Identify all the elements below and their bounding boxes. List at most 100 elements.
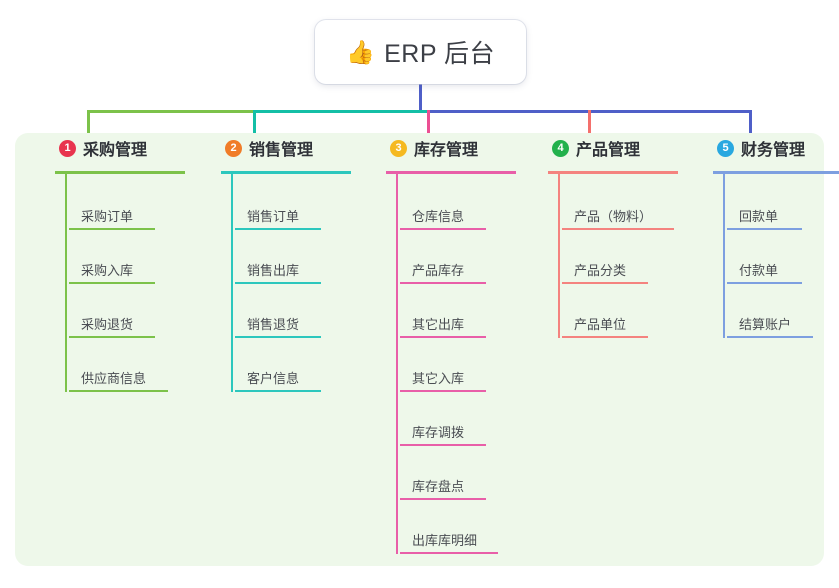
column-badge-5: 5 xyxy=(717,139,734,157)
list-item[interactable]: 采购订单 xyxy=(69,203,155,230)
column-spine xyxy=(65,174,67,392)
thumbs-up-icon: 👍 xyxy=(345,38,376,65)
column-header-3[interactable]: 3 库存管理 xyxy=(372,133,478,163)
column-header-rule xyxy=(221,171,351,174)
list-item-label: 供应商信息 xyxy=(81,371,147,386)
column-header-rule xyxy=(386,171,516,174)
root-node-label: 👍 ERP 后台 xyxy=(346,34,495,70)
list-item-rule xyxy=(235,336,321,338)
list-item-label: 采购退货 xyxy=(81,317,134,332)
list-item-label: 库存调拨 xyxy=(412,425,465,440)
column-header-4[interactable]: 4 产品管理 xyxy=(534,133,640,163)
list-item-label: 产品（物料） xyxy=(574,209,653,224)
diagram-panel: 1 采购管理采购订单采购入库采购退货供应商信息 2 销售管理销售订单销售出库销售退货客… xyxy=(15,133,839,566)
column-header-2[interactable]: 2 销售管理 xyxy=(207,133,313,163)
list-item-label: 销售订单 xyxy=(247,209,300,224)
list-item[interactable]: 销售退货 xyxy=(235,311,321,338)
column-title: 销售管理 xyxy=(249,142,314,159)
list-item[interactable]: 采购退货 xyxy=(69,311,155,338)
list-item[interactable]: 客户信息 xyxy=(235,365,321,392)
column-spine xyxy=(558,174,560,338)
list-item-rule xyxy=(400,390,486,392)
list-item[interactable]: 仓库信息 xyxy=(400,203,486,230)
list-item-label: 产品库存 xyxy=(412,263,465,278)
list-item-label: 库存盘点 xyxy=(412,479,465,494)
list-item-label: 结算账户 xyxy=(739,317,792,332)
list-item-label: 采购入库 xyxy=(81,263,134,278)
list-item-label: 销售出库 xyxy=(247,263,300,278)
root-node[interactable]: 👍 ERP 后台 xyxy=(315,20,526,84)
list-item-rule xyxy=(727,282,802,284)
list-item[interactable]: 产品库存 xyxy=(400,257,486,284)
list-item-rule xyxy=(400,228,486,230)
list-item-label: 客户信息 xyxy=(247,371,300,386)
column-库存管理: 3 库存管理仓库信息产品库存其它出库其它入库库存调拨库存盘点出库库明细 xyxy=(372,133,516,554)
list-item[interactable]: 销售订单 xyxy=(235,203,321,230)
root-node-title: ERP 后台 xyxy=(384,40,496,68)
list-item-rule xyxy=(727,336,813,338)
list-item[interactable]: 采购入库 xyxy=(69,257,155,284)
list-item-rule xyxy=(69,336,155,338)
column-spine xyxy=(723,174,725,338)
column-采购管理: 1 采购管理采购订单采购入库采购退货供应商信息 xyxy=(41,133,185,392)
list-item[interactable]: 出库库明细 xyxy=(400,527,498,554)
column-badge-4: 4 xyxy=(552,139,569,157)
list-item-rule xyxy=(69,228,155,230)
list-item-label: 付款单 xyxy=(739,263,779,278)
list-item-rule xyxy=(235,228,321,230)
column-title: 库存管理 xyxy=(414,142,479,159)
column-title: 财务管理 xyxy=(741,142,806,159)
list-item[interactable]: 结算账户 xyxy=(727,311,813,338)
list-item-label: 采购订单 xyxy=(81,209,134,224)
list-item-rule xyxy=(400,552,498,554)
root-trunk-connector xyxy=(419,84,422,111)
list-item[interactable]: 产品单位 xyxy=(562,311,648,338)
column-spine xyxy=(396,174,398,554)
list-item-label: 出库库明细 xyxy=(412,533,478,548)
list-item[interactable]: 库存盘点 xyxy=(400,473,486,500)
column-title: 产品管理 xyxy=(576,142,641,159)
list-item-rule xyxy=(727,228,802,230)
list-item[interactable]: 其它入库 xyxy=(400,365,486,392)
column-header-rule xyxy=(55,171,185,174)
column-header-5[interactable]: 5 财务管理 xyxy=(699,133,805,163)
list-item[interactable]: 产品（物料） xyxy=(562,203,674,230)
column-header-1[interactable]: 1 采购管理 xyxy=(41,133,147,163)
list-item-label: 产品单位 xyxy=(574,317,627,332)
list-item[interactable]: 回款单 xyxy=(727,203,802,230)
list-item-rule xyxy=(562,228,674,230)
list-item-rule xyxy=(400,444,486,446)
list-item[interactable]: 库存调拨 xyxy=(400,419,486,446)
column-spine xyxy=(231,174,233,392)
list-item[interactable]: 销售出库 xyxy=(235,257,321,284)
bus-segment-middle xyxy=(253,110,428,113)
list-item[interactable]: 供应商信息 xyxy=(69,365,168,392)
column-title: 采购管理 xyxy=(83,142,148,159)
list-item-label: 其它入库 xyxy=(412,371,465,386)
column-badge-1: 1 xyxy=(59,139,76,157)
column-产品管理: 4 产品管理产品（物料） 产品分类产品单位 xyxy=(534,133,678,338)
list-item-label: 仓库信息 xyxy=(412,209,465,224)
list-item-label: 产品分类 xyxy=(574,263,627,278)
list-item[interactable]: 产品分类 xyxy=(562,257,648,284)
column-badge-2: 2 xyxy=(225,139,242,157)
list-item-rule xyxy=(562,282,648,284)
column-badge-3: 3 xyxy=(390,139,407,157)
list-item-label: 销售退货 xyxy=(247,317,300,332)
list-item-rule xyxy=(400,282,486,284)
list-item-rule xyxy=(69,390,168,392)
column-销售管理: 2 销售管理销售订单销售出库销售退货客户信息 xyxy=(207,133,351,392)
column-header-rule xyxy=(713,171,839,174)
list-item-rule xyxy=(562,336,648,338)
bus-segment-left xyxy=(87,110,254,113)
column-财务管理: 5 财务管理回款单付款单结算账户 xyxy=(699,133,839,338)
list-item-rule xyxy=(400,336,486,338)
list-item-rule xyxy=(69,282,155,284)
list-item-rule xyxy=(235,390,321,392)
list-item[interactable]: 付款单 xyxy=(727,257,802,284)
list-item[interactable]: 其它出库 xyxy=(400,311,486,338)
list-item-label: 其它出库 xyxy=(412,317,465,332)
column-header-rule xyxy=(548,171,678,174)
list-item-rule xyxy=(235,282,321,284)
list-item-rule xyxy=(400,498,486,500)
